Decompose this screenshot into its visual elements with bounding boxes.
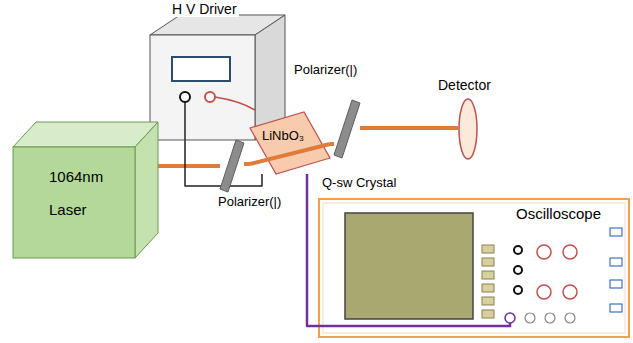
scope-input — [545, 313, 555, 323]
polarizer-label: Polarizer(|) — [216, 194, 283, 209]
crystal-body — [250, 112, 330, 174]
detector-lens — [459, 99, 477, 159]
scope-button — [482, 271, 494, 279]
scope-screen — [345, 213, 473, 319]
detector: Detector — [458, 98, 478, 160]
detector-outline — [458, 98, 478, 160]
box-front — [150, 35, 255, 140]
laser-beam — [360, 126, 458, 130]
scope-button — [482, 258, 494, 266]
scope-frame-inner — [323, 203, 625, 333]
laser-label: 1064nm Laser — [49, 160, 129, 226]
oscilloscope: Oscilloscope — [318, 198, 630, 338]
scope-input — [565, 313, 575, 323]
polarizer-plate — [334, 100, 360, 158]
polarizer-outline — [334, 100, 360, 158]
scope-knob — [514, 246, 522, 254]
black-terminal — [180, 92, 190, 102]
scope-input — [505, 313, 515, 323]
red-wire — [215, 97, 255, 110]
polarizer: Polarizer(|) — [334, 100, 360, 158]
laser-box: 1064nm Laser — [13, 122, 158, 258]
scope-dial — [537, 285, 551, 299]
q-switch-crystal: LiNbO₃Q-sw Crystal — [250, 112, 330, 174]
hv-driver-box-outline — [150, 35, 255, 140]
polarizer-outline — [220, 140, 244, 192]
scope-button — [482, 297, 494, 305]
device-title: H V Driver — [170, 1, 239, 17]
crystal-label: Q-sw Crystal — [320, 175, 398, 190]
scope-dial — [563, 245, 577, 259]
black-wire — [184, 102, 186, 140]
scope-button — [482, 245, 494, 253]
scope-knob — [514, 266, 522, 274]
scope-button — [482, 310, 494, 318]
laser-beam — [330, 142, 334, 146]
hv-driver-box: H V Driver — [150, 35, 255, 140]
scope-frame — [319, 199, 629, 337]
laser-beam — [244, 162, 250, 166]
driver-screen — [172, 57, 230, 81]
scope-side-key — [610, 280, 622, 288]
scope-side-key — [610, 258, 622, 266]
polarizer-label: Polarizer(|) — [292, 62, 359, 77]
scope-side-key — [610, 304, 622, 312]
probe-wire — [318, 323, 510, 326]
laser-beam — [158, 164, 220, 168]
laser-box-outline — [13, 122, 158, 258]
probe-wire — [307, 174, 318, 326]
laser-top — [13, 122, 158, 147]
oscilloscope-label: Oscilloscope — [514, 205, 603, 222]
laser-beam — [250, 144, 330, 164]
red-terminal — [205, 92, 215, 102]
detector-label: Detector — [436, 77, 493, 93]
scope-side-key — [610, 228, 622, 236]
crystal-material: LiNbO₃ — [262, 128, 304, 143]
laser-front — [13, 147, 135, 258]
scope-knob — [514, 286, 522, 294]
scope-input — [525, 313, 535, 323]
polarizer-plate — [220, 140, 244, 192]
polarizer: Polarizer(|) — [220, 140, 244, 192]
scope-dial — [563, 285, 577, 299]
laser-side — [135, 122, 158, 258]
scope-dial — [537, 245, 551, 259]
scope-button — [482, 284, 494, 292]
q-switch-crystal-outline — [250, 112, 330, 174]
